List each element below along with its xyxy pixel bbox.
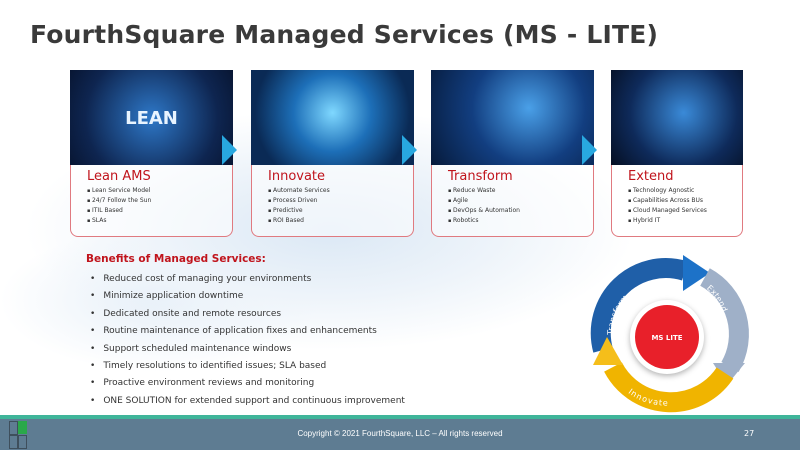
- list-item: DevOps & Automation: [448, 206, 593, 216]
- card-innovate: Innovate Automate ServicesProcess Driven…: [251, 70, 414, 237]
- chevron-right-icon: [222, 135, 237, 165]
- copyright-text: Copyright © 2021 FourthSquare, LLC – All…: [297, 429, 503, 438]
- extend-arrow: [699, 268, 749, 373]
- list-item: Hybrid IT: [628, 216, 742, 226]
- transform-arrow: [590, 258, 688, 353]
- list-item: Automate Services: [268, 186, 413, 196]
- list-item: ROI Based: [268, 216, 413, 226]
- lean-image: LEAN: [70, 70, 233, 165]
- list-item: Reduce Waste: [448, 186, 593, 196]
- ms-lite-label: MS LITE: [651, 334, 682, 342]
- lean-image-label: LEAN: [125, 108, 178, 129]
- card-extend: Extend Technology AgnosticCapabilities A…: [611, 70, 743, 237]
- list-item: Technology Agnostic: [628, 186, 742, 196]
- list-item: Process Driven: [268, 196, 413, 206]
- footer-accent-line: [0, 415, 800, 419]
- list-item: Cloud Managed Services: [628, 206, 742, 216]
- innovate-arrowhead: [593, 337, 623, 365]
- card-transform: Transform Reduce WasteAgileDevOps & Auto…: [431, 70, 594, 237]
- slide-title: FourthSquare Managed Services (MS - LITE…: [30, 20, 659, 49]
- list-item: Timely resolutions to identified issues;…: [90, 358, 405, 375]
- card-heading: Lean AMS: [87, 169, 151, 184]
- list-item: Routine maintenance of application fixes…: [90, 323, 405, 340]
- benefits-list: Reduced cost of managing your environmen…: [90, 271, 405, 410]
- list-item: Capabilities Across BUs: [628, 196, 742, 206]
- card-heading: Transform: [448, 169, 513, 184]
- innovate-image: [251, 70, 414, 165]
- page-number: 27: [744, 429, 755, 438]
- list-item: 24/7 Follow the Sun: [87, 196, 232, 206]
- extend-arrowhead: [713, 363, 745, 385]
- list-item: Minimize application downtime: [90, 288, 405, 305]
- ms-lite-circle: [635, 305, 699, 369]
- list-item: Agile: [448, 196, 593, 206]
- list-item: ONE SOLUTION for extended support and co…: [90, 393, 405, 410]
- list-item: ITIL Based: [87, 206, 232, 216]
- list-item: Reduced cost of managing your environmen…: [90, 271, 405, 288]
- list-item: SLAs: [87, 216, 232, 226]
- card-lean-ams: LEAN Lean AMS Lean Service Model24/7 Fol…: [70, 70, 233, 237]
- innovate-arrow: [604, 362, 734, 413]
- chevron-right-icon: [402, 135, 417, 165]
- benefits-title: Benefits of Managed Services:: [86, 253, 266, 265]
- list-item: Predictive: [268, 206, 413, 216]
- card-heading: Extend: [628, 169, 674, 184]
- transform-arrowhead: [683, 255, 710, 291]
- list-item: Proactive environment reviews and monito…: [90, 375, 405, 392]
- list-item: Lean Service Model: [87, 186, 232, 196]
- card-heading: Innovate: [268, 169, 326, 184]
- fourthsquare-logo-icon: [9, 421, 27, 449]
- list-item: Robotics: [448, 216, 593, 226]
- ms-lite-cycle-diagram: MS LITE Transform Extend Innovate: [590, 255, 749, 413]
- footer: Copyright © 2021 FourthSquare, LLC – All…: [0, 419, 800, 450]
- list-item: Support scheduled maintenance windows: [90, 341, 405, 358]
- chevron-right-icon: [582, 135, 597, 165]
- extend-image: [611, 70, 743, 165]
- list-item: Dedicated onsite and remote resources: [90, 306, 405, 323]
- transform-image: [431, 70, 594, 165]
